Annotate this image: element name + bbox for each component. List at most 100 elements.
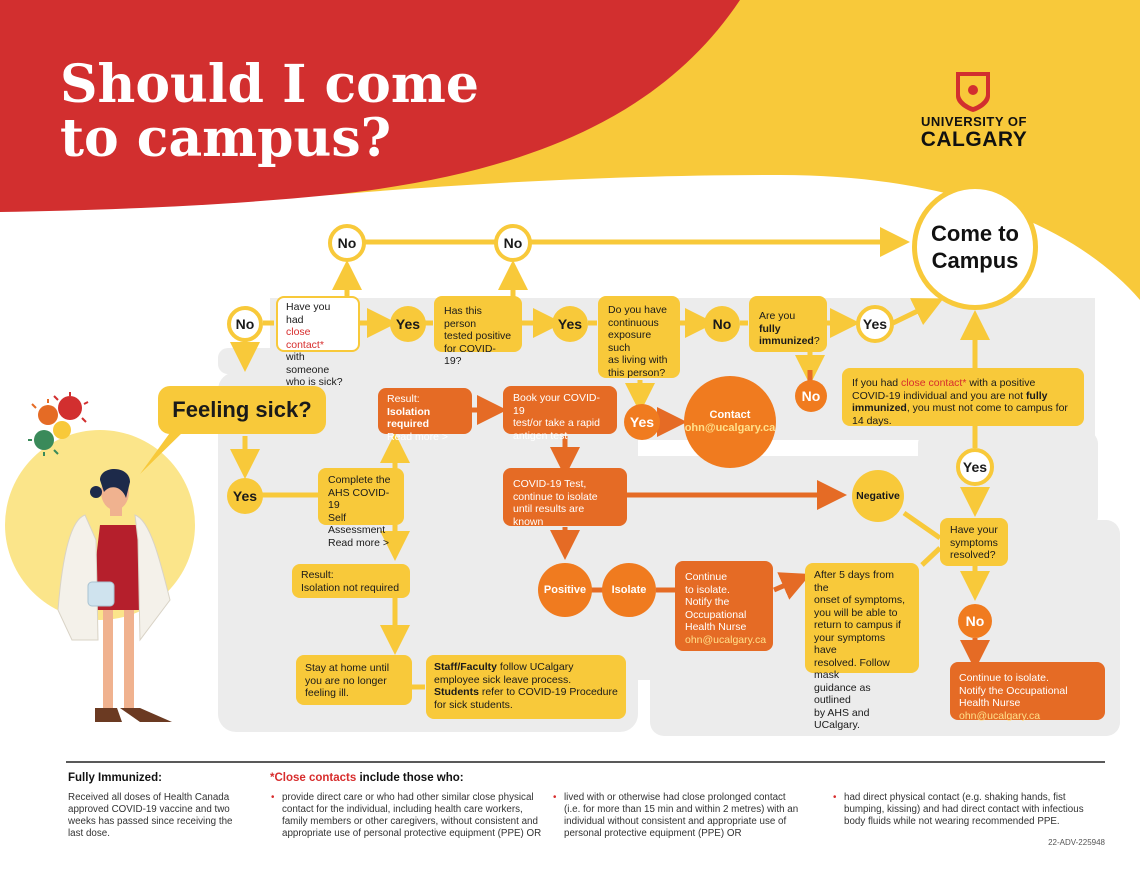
yes-node-2: Yes — [390, 306, 426, 342]
ca-l1: Complete the — [328, 474, 391, 486]
yes-resolved-node: Yes — [956, 448, 994, 486]
bt-l3: antigen test — [513, 429, 568, 442]
ct-l2: continue to isolate — [513, 490, 598, 503]
q-ex-l4: as living with — [608, 354, 668, 366]
read-more-link-2[interactable]: Read more > — [328, 536, 389, 549]
page-title: Should I come to campus? — [60, 58, 580, 166]
q-tp-l2: tested positive — [444, 330, 512, 342]
ic-e: , you must not come to campus for 14 day… — [852, 402, 1068, 427]
university-logo: UNIVERSITY OF CALGARY — [900, 114, 1048, 150]
come-to-campus-node: Come to Campus — [912, 184, 1038, 310]
ct-l3: until results are known — [513, 503, 585, 528]
logo-line-2: CALGARY — [920, 128, 1028, 151]
logo-line-1: UNIVERSITY OF — [921, 114, 1027, 129]
q-tp-l3: for COVID-19? — [444, 342, 496, 368]
doctor-illustration — [57, 468, 172, 722]
if-close-contact-box: If you had close contact* with a positiv… — [842, 368, 1084, 427]
title-line-1: Should I come — [60, 54, 479, 115]
tested-positive-question: Has this person tested positive for COVI… — [434, 296, 522, 367]
q-im-l2b: ? — [813, 335, 820, 347]
footer-bullet-2: lived with or otherwise had close prolon… — [552, 792, 802, 840]
bt-l1: Book your COVID-19 — [513, 392, 600, 417]
immunized-question: Are you fully immunized? — [749, 296, 827, 352]
q-im-l1b: fully — [759, 322, 781, 335]
document-code: 22-ADV-225948 — [1048, 838, 1105, 847]
negative-node: Negative — [852, 470, 904, 522]
rn-l1: Result: — [301, 569, 334, 581]
after-5-days-box: After 5 days from the onset of symptoms,… — [805, 563, 919, 731]
gray-path-holes — [430, 456, 500, 636]
no-node-4: No — [704, 306, 740, 342]
ci2-l3: Health Nurse — [959, 697, 1021, 709]
sf-c: Students — [434, 686, 479, 698]
contact-l1: Contact — [709, 409, 751, 421]
ohn-email-link-3[interactable]: ohn@ucalgary.ca — [959, 709, 1041, 722]
no-node-1: No — [227, 306, 263, 342]
ci2-l2: Notify the Occupational — [959, 684, 1068, 697]
staff-faculty-box: Staff/Faculty follow UCalgary employee s… — [426, 655, 626, 719]
ci2-l1: Continue to isolate. — [959, 672, 1049, 684]
feeling-sick-node: Feeling sick? — [158, 386, 326, 434]
footer-close-contacts: *Close contacts include those who: provi… — [270, 772, 550, 840]
virus-icon — [28, 392, 89, 456]
a5-l3: you will be able to — [814, 606, 898, 619]
ca-l2: AHS COVID-19 — [328, 486, 390, 512]
yes-node-3: Yes — [552, 306, 588, 342]
ci-l1: Continue — [685, 571, 728, 583]
bt-l2: test/or take a rapid — [513, 417, 600, 429]
fi-text: Received all doses of Health Canada appr… — [68, 792, 233, 839]
q-ex-l3: exposure such — [608, 329, 652, 354]
ri-l2: Isolation required — [387, 405, 431, 431]
complete-ahs-box: Complete the AHS COVID-19 Self Assessmen… — [318, 468, 404, 549]
ic-close-contact-link[interactable]: close contact* — [901, 377, 967, 389]
cc-title-a: *Close contacts — [270, 772, 357, 784]
sh-l2: you are no longer — [305, 674, 387, 687]
continue-isolate-box: Continue to isolate. Notify the Occupati… — [675, 561, 773, 651]
close-contact-question: Have you had close contact* with someone… — [276, 296, 360, 388]
ci-l4: Occupational — [685, 608, 747, 621]
q-ex-l5: this person? — [608, 366, 666, 379]
a5-l1: After 5 days from the — [814, 569, 894, 594]
ohn-email-link-2[interactable]: ohn@ucalgary.ca — [685, 633, 767, 646]
result-not-required-box: Result: Isolation not required — [292, 564, 410, 598]
q-cc-l4: who is sick? — [286, 376, 343, 388]
cc-title-b: include those who: — [356, 772, 464, 784]
ohn-email-link-1[interactable]: ohn@ucalgary.ca — [684, 422, 776, 434]
read-more-link-1[interactable]: Read more > — [387, 430, 448, 443]
ci-l3: Notify the — [685, 596, 730, 608]
ic-d: fully immunized — [852, 389, 1048, 415]
q-im-l2a: immunized — [759, 335, 814, 347]
continue-isolate-box-2: Continue to isolate. Notify the Occupati… — [950, 662, 1105, 722]
no-symptoms-node: No — [958, 604, 992, 638]
come-l2: Campus — [931, 248, 1019, 273]
footer-fully-immunized: Fully Immunized: Received all doses of H… — [68, 772, 248, 840]
sf-a: Staff/Faculty — [434, 661, 498, 673]
sh-l1: Stay at home until — [305, 662, 390, 674]
fi-title: Fully Immunized: — [68, 772, 162, 784]
ci-l2: to isolate. — [685, 583, 730, 596]
covid-test-box: COVID-19 Test, continue to isolate until… — [503, 468, 627, 528]
contact-ohn-node: Contact ohn@ucalgary.ca — [684, 376, 776, 468]
ci-l5: Health Nurse — [685, 621, 747, 633]
cc-bullet-3: had direct physical contact (e.g. shakin… — [833, 792, 1107, 828]
symptoms-resolved-question: Have your symptoms resolved? — [940, 518, 1008, 566]
book-test-box: Book your COVID-19 test/or take a rapid … — [503, 386, 617, 442]
cc-bullet-2: lived with or otherwise had close prolon… — [553, 792, 802, 840]
sh-l3: feeling ill. — [305, 687, 349, 699]
a5-l7: guidance as outlined — [814, 681, 871, 707]
q-ex-l2: continuous — [608, 316, 659, 329]
a5-l4: return to campus if — [814, 619, 901, 631]
close-contact-link[interactable]: close contact* — [286, 326, 324, 351]
no-node-top-2: No — [494, 224, 532, 262]
q-ex-l1: Do you have — [608, 304, 667, 316]
cc-bullet-1: provide direct care or who had other sim… — [271, 792, 550, 840]
exposure-question: Do you have continuous exposure such as … — [598, 296, 680, 379]
a5-l8: by AHS and UCalgary. — [814, 706, 870, 732]
a5-l5: your symptoms have — [814, 631, 886, 657]
stay-home-box: Stay at home until you are no longer fee… — [296, 655, 412, 705]
ca-l3: Self Assessment — [328, 511, 386, 537]
yes-node-5: Yes — [856, 305, 894, 343]
ct-l1: COVID-19 Test, — [513, 478, 587, 490]
sr-l3: resolved? — [950, 549, 996, 561]
q-im-l1a: Are you — [759, 310, 796, 322]
